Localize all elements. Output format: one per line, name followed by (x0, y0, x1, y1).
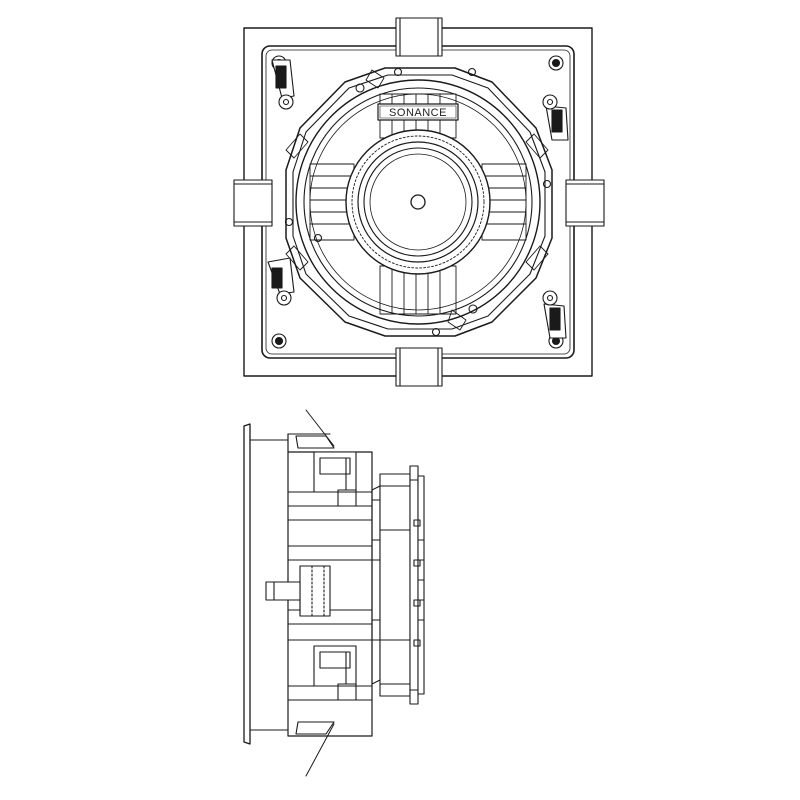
middle-struts (265, 519, 373, 641)
tab-bottom (395, 347, 443, 387)
tab-top (395, 17, 443, 57)
basket-brackets (285, 69, 549, 331)
mounting-tabs (233, 17, 605, 387)
upper-clamp (287, 451, 373, 507)
rear-plate (409, 465, 425, 705)
brand-badge: SONANCE (377, 103, 459, 121)
bottom-dog-ear (295, 721, 335, 735)
tab-right (565, 179, 605, 227)
lower-clamp (287, 645, 373, 701)
top-dog-ear (295, 435, 335, 449)
ring-screws (284, 67, 552, 337)
magnet-assembly (371, 473, 411, 697)
side-view (243, 409, 425, 777)
brand-label: SONANCE (389, 107, 447, 119)
top-leader-line (305, 409, 335, 447)
front-view: SONANCE (233, 17, 605, 387)
bottom-leader-line (305, 723, 335, 777)
woofer-cone (345, 129, 491, 275)
dog-ear-clamps (267, 59, 569, 339)
bezel-flange (243, 423, 251, 745)
center-dot (410, 194, 426, 210)
tab-left (233, 179, 273, 227)
